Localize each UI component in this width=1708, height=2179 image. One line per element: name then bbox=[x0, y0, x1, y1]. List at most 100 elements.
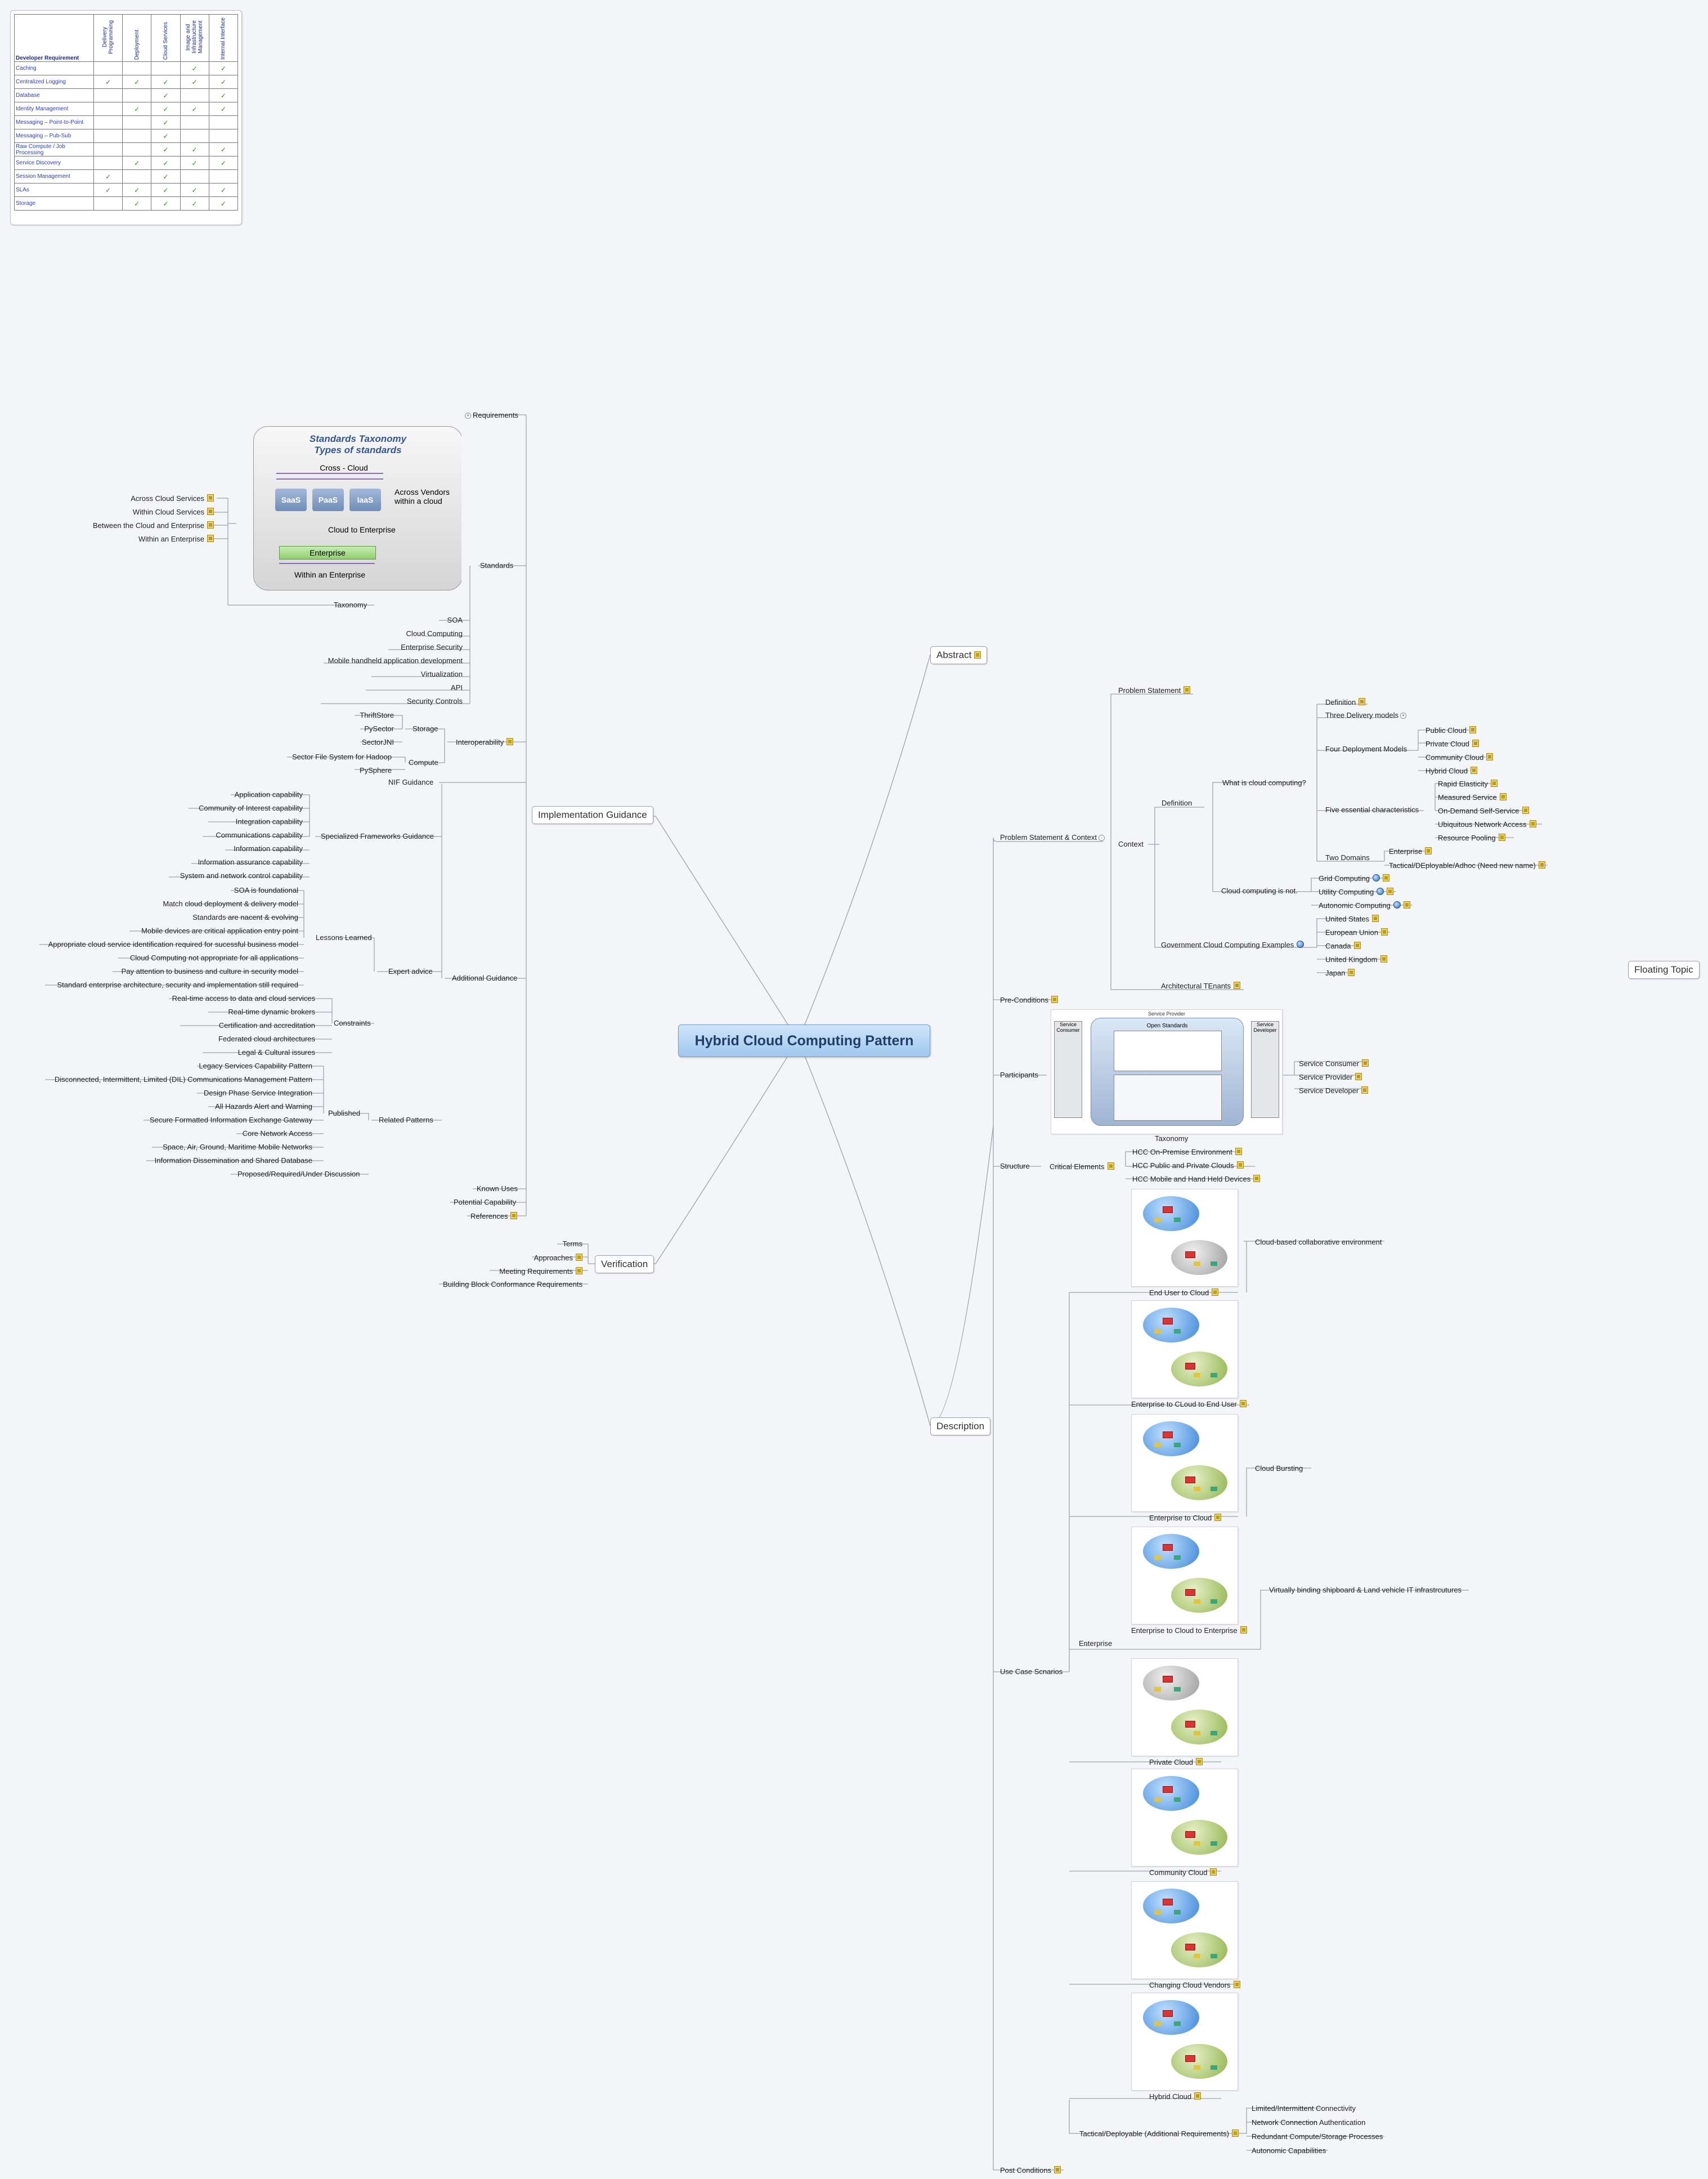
note-icon[interactable] bbox=[1051, 996, 1058, 1003]
note-icon[interactable] bbox=[1529, 820, 1536, 827]
participant-item[interactable]: Service Consumer bbox=[1299, 1059, 1369, 1068]
topic-critical-elements[interactable]: Critical Elements bbox=[1050, 1162, 1114, 1171]
critical-element-item[interactable]: HCC Mobile and Hand Held Devices bbox=[1132, 1175, 1261, 1183]
topic-abstract[interactable]: Abstract bbox=[930, 646, 988, 664]
topic-standards[interactable]: Standards bbox=[480, 561, 514, 570]
topic-context[interactable]: Context bbox=[1118, 840, 1144, 848]
topic-expert-advice[interactable]: Expert advice bbox=[388, 967, 433, 976]
standard-item[interactable]: Enterprise Security bbox=[401, 643, 463, 651]
characteristic-item[interactable]: On-Demand Self-Service bbox=[1438, 807, 1529, 815]
note-icon[interactable] bbox=[207, 521, 214, 529]
note-icon[interactable] bbox=[1522, 807, 1529, 814]
topic-pre-conditions[interactable]: Pre-Conditions bbox=[1000, 996, 1058, 1004]
standard-item[interactable]: Cloud Computing bbox=[406, 630, 463, 638]
globe-icon[interactable] bbox=[1373, 874, 1380, 882]
use-case-item[interactable]: Community Cloud bbox=[1149, 1868, 1217, 1877]
participant-item[interactable]: Service Developer bbox=[1299, 1086, 1369, 1095]
note-icon[interactable] bbox=[1472, 740, 1480, 747]
note-icon[interactable] bbox=[506, 738, 514, 745]
use-case-detail[interactable]: Cloud-based collaborative environment bbox=[1255, 1238, 1382, 1246]
lesson-item[interactable]: Appropriate cloud service identification… bbox=[48, 941, 298, 948]
note-icon[interactable] bbox=[1212, 1288, 1219, 1296]
note-icon[interactable] bbox=[1498, 834, 1505, 841]
constraint-item[interactable]: Legal & Cultural issures bbox=[238, 1049, 315, 1057]
topic-what-is-cloud[interactable]: What is cloud computing? bbox=[1222, 778, 1306, 787]
use-case-item[interactable]: Changing Cloud Vendors bbox=[1149, 1981, 1240, 1989]
note-icon[interactable] bbox=[1538, 861, 1545, 869]
framework-item[interactable]: Integration capability bbox=[236, 818, 303, 826]
note-icon[interactable] bbox=[576, 1254, 582, 1261]
lesson-item[interactable]: Mobile devices are critical application … bbox=[141, 927, 298, 935]
framework-item[interactable]: Information assurance capability bbox=[198, 858, 303, 866]
topic-enterprise-uc[interactable]: Enterprise bbox=[1079, 1639, 1113, 1648]
constraint-item[interactable]: Certification and accreditation bbox=[219, 1022, 315, 1030]
note-icon[interactable] bbox=[1233, 1981, 1240, 1988]
use-case-item[interactable]: Enterprise to Cloud to Enterprise bbox=[1131, 1626, 1247, 1635]
note-icon[interactable] bbox=[576, 1267, 582, 1274]
topic-potential-capability[interactable]: Potential Capability bbox=[454, 1198, 517, 1206]
collapse-icon[interactable]: - bbox=[1098, 835, 1105, 841]
standard-item[interactable]: API bbox=[451, 684, 463, 692]
topic-references[interactable]: References bbox=[470, 1212, 518, 1220]
topic-arch-tenants[interactable]: Architectural TEnants bbox=[1161, 982, 1241, 990]
topic-specialized-frameworks[interactable]: Specialized Frameworks Guidance bbox=[321, 832, 434, 840]
note-icon[interactable] bbox=[1486, 753, 1494, 760]
note-icon[interactable] bbox=[1194, 2092, 1202, 2100]
published-pattern-item[interactable]: Information Dissemination and Shared Dat… bbox=[155, 1157, 312, 1165]
framework-item[interactable]: Communications capability bbox=[216, 831, 303, 839]
topic-definition-leaf[interactable]: Definition bbox=[1325, 698, 1366, 706]
government-example-item[interactable]: Japan bbox=[1325, 969, 1355, 977]
use-case-item[interactable]: Hybrid Cloud bbox=[1149, 2092, 1202, 2101]
published-pattern-item[interactable]: Legacy Services Capability Pattern bbox=[199, 1062, 312, 1070]
not-cloud-item[interactable]: Utility Computing bbox=[1319, 888, 1394, 896]
verification-item[interactable]: Approaches bbox=[534, 1254, 582, 1262]
note-icon[interactable] bbox=[1425, 847, 1432, 854]
standard-item[interactable]: Security Controls bbox=[407, 697, 463, 705]
note-icon[interactable] bbox=[1231, 2129, 1239, 2137]
verification-item[interactable]: Terms bbox=[563, 1240, 582, 1248]
tactical-item-item[interactable]: Limited/Intermittent Connectivity bbox=[1252, 2105, 1356, 2113]
use-case-item[interactable]: Enterprise to Cloud bbox=[1149, 1514, 1222, 1522]
note-icon[interactable] bbox=[1471, 767, 1478, 774]
characteristic-item[interactable]: Ubiquitous Network Access bbox=[1438, 820, 1536, 829]
characteristic-item[interactable]: Rapid Elasticity bbox=[1438, 780, 1498, 788]
tactical-item-item[interactable]: Network Connection Authentication bbox=[1252, 2119, 1365, 2127]
note-icon[interactable] bbox=[1499, 793, 1507, 800]
critical-element-item[interactable]: HCC On-Premise Environment bbox=[1132, 1148, 1242, 1156]
topic-lessons-learned[interactable]: Lessons Learned bbox=[316, 933, 372, 942]
characteristic-item[interactable]: Measured Service bbox=[1438, 793, 1507, 802]
topic-implementation-guidance[interactable]: Implementation Guidance bbox=[532, 806, 653, 824]
note-icon[interactable] bbox=[974, 651, 981, 659]
note-icon[interactable] bbox=[1107, 1162, 1114, 1170]
taxonomy-item[interactable]: Between the Cloud and Enterprise bbox=[93, 521, 214, 530]
characteristic-item[interactable]: Resource Pooling bbox=[1438, 834, 1505, 842]
taxonomy-item[interactable]: Across Cloud Services bbox=[131, 494, 214, 503]
note-icon[interactable] bbox=[1236, 1161, 1244, 1169]
topic-constraints[interactable]: Constraints bbox=[334, 1019, 371, 1027]
note-icon[interactable] bbox=[1196, 1758, 1203, 1765]
topic-definition[interactable]: Definition bbox=[1162, 799, 1193, 807]
note-icon[interactable] bbox=[1359, 698, 1366, 705]
topic-description[interactable]: Description bbox=[930, 1417, 991, 1435]
use-case-detail[interactable]: Cloud Bursting bbox=[1255, 1464, 1303, 1473]
use-case-item[interactable]: End User to Cloud bbox=[1149, 1288, 1219, 1297]
topic-three-delivery[interactable]: Three Delivery models+ bbox=[1325, 712, 1408, 719]
note-icon[interactable] bbox=[207, 494, 214, 502]
framework-item[interactable]: System and network control capability bbox=[180, 872, 303, 880]
published-pattern-item[interactable]: Secure Formatted Information Exchange Ga… bbox=[150, 1116, 312, 1124]
government-example-item[interactable]: United Kingdom bbox=[1325, 955, 1387, 964]
constraint-item[interactable]: Real-time access to data and cloud servi… bbox=[172, 995, 315, 1003]
storage-item[interactable]: SectorJNI bbox=[362, 739, 394, 746]
taxonomy-item[interactable]: Within Cloud Services bbox=[133, 508, 214, 516]
tactical-item-item[interactable]: Autonomic Capabilities bbox=[1252, 2147, 1326, 2155]
topic-problem-statement-context[interactable]: Problem Statement & Context- bbox=[1000, 834, 1106, 842]
note-icon[interactable] bbox=[1234, 982, 1241, 989]
lesson-item[interactable]: Pay attention to business and culture in… bbox=[122, 968, 298, 976]
topic-proposed[interactable]: Proposed/Required/Under Discussion bbox=[237, 1170, 360, 1178]
expand-icon[interactable]: + bbox=[1400, 713, 1407, 719]
use-case-item[interactable]: Private Cloud bbox=[1149, 1758, 1203, 1766]
government-example-item[interactable]: Canada bbox=[1325, 942, 1361, 950]
note-icon[interactable] bbox=[1054, 2166, 1061, 2173]
storage-item[interactable]: PySector bbox=[364, 725, 394, 733]
topic-storage[interactable]: Storage bbox=[413, 724, 438, 733]
